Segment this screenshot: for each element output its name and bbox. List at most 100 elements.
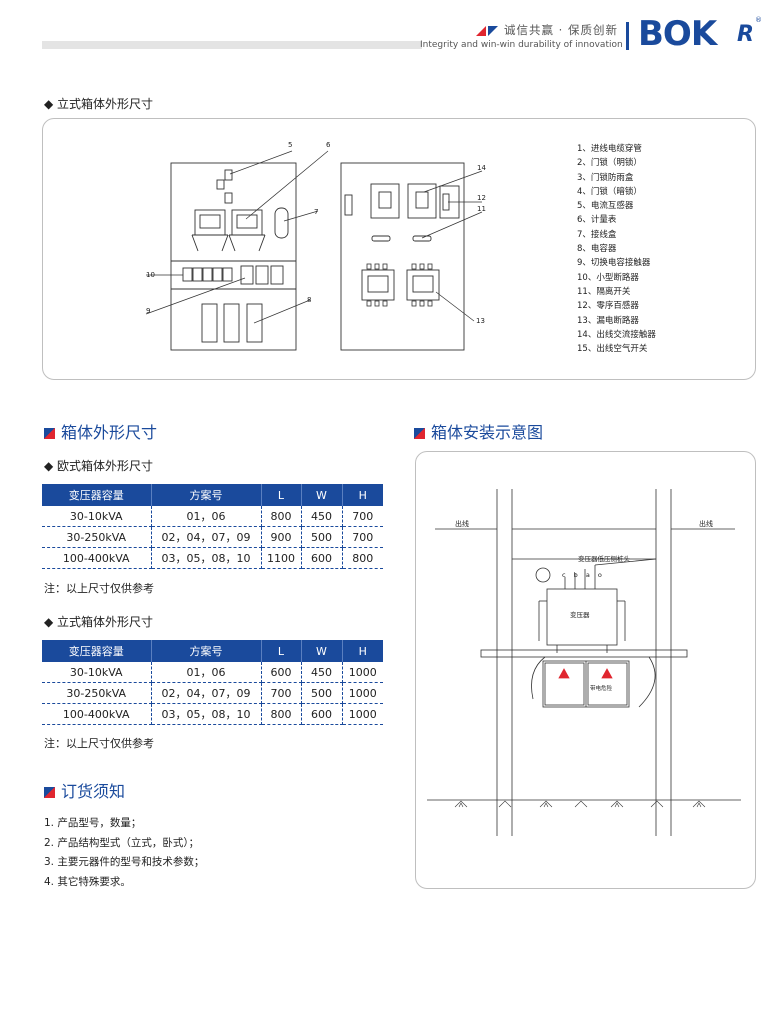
legend-item: 8、电容器 bbox=[577, 244, 617, 255]
table-cell: 800 bbox=[261, 506, 302, 527]
table-cell: 800 bbox=[261, 703, 302, 725]
table-cell: 600 bbox=[261, 662, 302, 683]
table-cell: 900 bbox=[261, 526, 302, 548]
callout-11: 11 bbox=[477, 205, 486, 213]
dimensions-section-title: 箱体外形尺寸 bbox=[44, 419, 157, 443]
callout-5: 5 bbox=[288, 141, 293, 149]
legend-item: 1、进线电缆穿管 bbox=[577, 144, 642, 154]
callout-6: 6 bbox=[326, 141, 331, 149]
section-mark-icon bbox=[414, 428, 425, 439]
table-cell: 02，04，07，09 bbox=[151, 526, 262, 548]
table-header: 变压器容量 bbox=[42, 484, 152, 506]
legend-item: 6、计量表 bbox=[577, 215, 617, 226]
legend-item: 12、零序百感器 bbox=[577, 301, 639, 312]
cabinet-drawing bbox=[145, 150, 483, 351]
legend-item: 13、漏电断路器 bbox=[577, 315, 639, 326]
order-item: 3. 主要元器件的型号和技术参数； bbox=[44, 856, 205, 868]
table-header: H bbox=[342, 484, 383, 506]
table-header: 方案号 bbox=[151, 640, 262, 662]
legend-item: 11、隔离开关 bbox=[577, 286, 631, 297]
table-cell: 500 bbox=[301, 682, 343, 704]
table-header: L bbox=[261, 484, 302, 506]
table-cell: 30-250kVA bbox=[42, 682, 152, 704]
install-drawing bbox=[427, 489, 741, 836]
table-header: L bbox=[261, 640, 302, 662]
table-cell: 30-250kVA bbox=[42, 526, 152, 548]
callout-14: 14 bbox=[477, 164, 486, 172]
transformer-label: 变压器 bbox=[570, 611, 590, 619]
table-cell: 03，05，08，10 bbox=[151, 703, 262, 725]
table-cell: 30-10kVA bbox=[42, 662, 152, 683]
cabinet-diagram-panel bbox=[42, 118, 756, 380]
table-cell: 450 bbox=[301, 506, 343, 527]
table-cell: 1100 bbox=[261, 547, 302, 569]
right-cabinet-outline bbox=[340, 162, 465, 351]
section-mark-icon bbox=[44, 428, 55, 439]
install-title-text: 箱体安装示意图 bbox=[431, 423, 544, 442]
box-warning-label: 带电危险 bbox=[590, 686, 613, 692]
vertical-title-text: 立式箱体外形尺寸 bbox=[57, 615, 154, 629]
table-cell: 100-400kVA bbox=[42, 703, 152, 725]
slogan-cn: 诚信共赢 · 保质创新 bbox=[504, 23, 618, 37]
header-divider-bar bbox=[42, 41, 422, 49]
table-header: W bbox=[301, 640, 343, 662]
ordering-section-title: 订货须知 bbox=[44, 778, 125, 802]
vertical-table-title: ◆ 立式箱体外形尺寸 bbox=[44, 615, 154, 629]
table-cell: 1000 bbox=[342, 682, 383, 704]
top-section-title-text: 立式箱体外形尺寸 bbox=[57, 97, 154, 111]
legend-item: 3、门锁防雨盒 bbox=[577, 172, 634, 183]
legend-item: 4、门锁（暗锁） bbox=[577, 186, 642, 197]
table-header: 方案号 bbox=[151, 484, 262, 506]
table-cell: 1000 bbox=[342, 662, 383, 683]
vertical-table-note: 注：以上尺寸仅供参考 bbox=[44, 737, 154, 750]
table-cell: 02，04，07，09 bbox=[151, 682, 262, 704]
terminal-phases: c b a o bbox=[562, 571, 605, 579]
table-cell: 700 bbox=[342, 526, 383, 548]
table-header: H bbox=[342, 640, 383, 662]
table-cell: 450 bbox=[301, 662, 343, 683]
legend-item: 15、出线空气开关 bbox=[577, 344, 648, 355]
install-section-title: 箱体安装示意图 bbox=[414, 419, 543, 443]
table-header: W bbox=[301, 484, 343, 506]
callout-8: 8 bbox=[307, 296, 312, 304]
outline-right-label: 出线 bbox=[699, 520, 713, 528]
slogan-en: Integrity and win-win durability of inno… bbox=[420, 40, 623, 50]
install-diagram-panel bbox=[415, 451, 756, 889]
table-cell: 700 bbox=[261, 682, 302, 704]
top-section-title: ◆ 立式箱体外形尺寸 bbox=[44, 97, 154, 111]
ordering-title-text: 订货须知 bbox=[61, 782, 126, 801]
callout-9: 9 bbox=[146, 307, 151, 315]
euro-title-text: 欧式箱体外形尺寸 bbox=[57, 459, 154, 473]
header-separator bbox=[626, 22, 629, 50]
registered-mark: ® bbox=[755, 16, 762, 24]
euro-table-title: ◆ 欧式箱体外形尺寸 bbox=[44, 459, 154, 473]
dimensions-title-text: 箱体外形尺寸 bbox=[61, 423, 158, 442]
legend-item: 2、门锁（明锁） bbox=[577, 158, 642, 169]
callout-10: 10 bbox=[146, 271, 155, 279]
brand-logo: BOK bbox=[638, 14, 717, 54]
table-cell: 01，06 bbox=[151, 662, 262, 683]
ordering-list: 1. 产品型号，数量；2. 产品结构型式（立式，卧式）；3. 主要元器件的型号和… bbox=[44, 814, 204, 892]
callout-13: 13 bbox=[476, 317, 485, 325]
legend-item: 14、出线交流接触器 bbox=[577, 329, 656, 340]
terminal-label: 变压器低压侧桩头 bbox=[578, 555, 630, 563]
order-item: 1. 产品型号，数量； bbox=[44, 817, 142, 829]
table-cell: 600 bbox=[301, 703, 343, 725]
section-mark-icon bbox=[44, 787, 55, 798]
order-item: 4. 其它特殊要求。 bbox=[44, 875, 131, 888]
callout-7: 7 bbox=[314, 208, 319, 216]
table-cell: 800 bbox=[342, 547, 383, 569]
table-cell: 100-400kVA bbox=[42, 547, 152, 569]
table-cell: 700 bbox=[342, 506, 383, 527]
brand-logo-suffix: R bbox=[737, 22, 754, 47]
callout-12: 12 bbox=[477, 194, 486, 202]
legend-item: 7、接线盒 bbox=[577, 229, 617, 240]
